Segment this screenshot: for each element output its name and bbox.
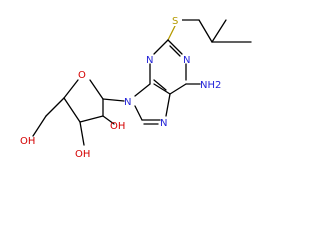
bond-c6-n9 [134, 83, 151, 97]
ring-oxygen-label: O [78, 70, 86, 81]
molecule-structure-diagram: S N N N N NH2 O OH OH OH [20, 14, 252, 160]
bond-o4-c4 [63, 79, 79, 99]
structure-canvas: S N N N N NH2 O OH OH OH [20, 14, 252, 160]
n3-label: N [183, 55, 190, 66]
bond-c2-n3-b [169, 45, 181, 57]
sulfur-label: S [172, 16, 178, 27]
hydroxymethyl-oh-label: OH [20, 136, 35, 147]
bond-c5-oh [32, 115, 47, 137]
bond-s-c2 [167, 23, 177, 41]
imidazole-ring [134, 83, 171, 125]
bond-c3-oh [79, 121, 85, 146]
bond-c3-c2 [79, 115, 104, 123]
bond-c2-oh [102, 115, 115, 125]
bond-c5-c6-double [153, 79, 167, 91]
bond-c1-o4 [89, 79, 104, 100]
bond-c4-c5 [45, 97, 65, 117]
bond-n7-c5 [165, 93, 171, 117]
amine-label: NH2 [200, 80, 221, 91]
bond-ch-ch3a [211, 19, 227, 43]
n7-label: N [160, 118, 167, 129]
pyrimidine-ring [149, 39, 201, 95]
hydroxyl-3-label: OH [75, 149, 90, 160]
bond-n9-c1prime [102, 98, 125, 102]
isobutyl-chain [179, 19, 252, 43]
bond-n9-c8 [134, 105, 143, 121]
bond-c4-c5 [169, 83, 187, 95]
n9-label: N [124, 97, 131, 108]
bond-c2-n1 [153, 39, 169, 55]
bond-c2-n3-a [167, 39, 183, 55]
atom-labels: S N N N N NH2 O OH OH OH [20, 14, 221, 160]
hydroxyl-2-label: OH [110, 121, 125, 132]
bond-ch-ch2 [198, 19, 213, 43]
bond-c5-c6 [153, 83, 171, 95]
bond-c4-c3 [63, 97, 81, 123]
n1-label: N [146, 55, 153, 66]
ribose-ring [32, 79, 115, 146]
